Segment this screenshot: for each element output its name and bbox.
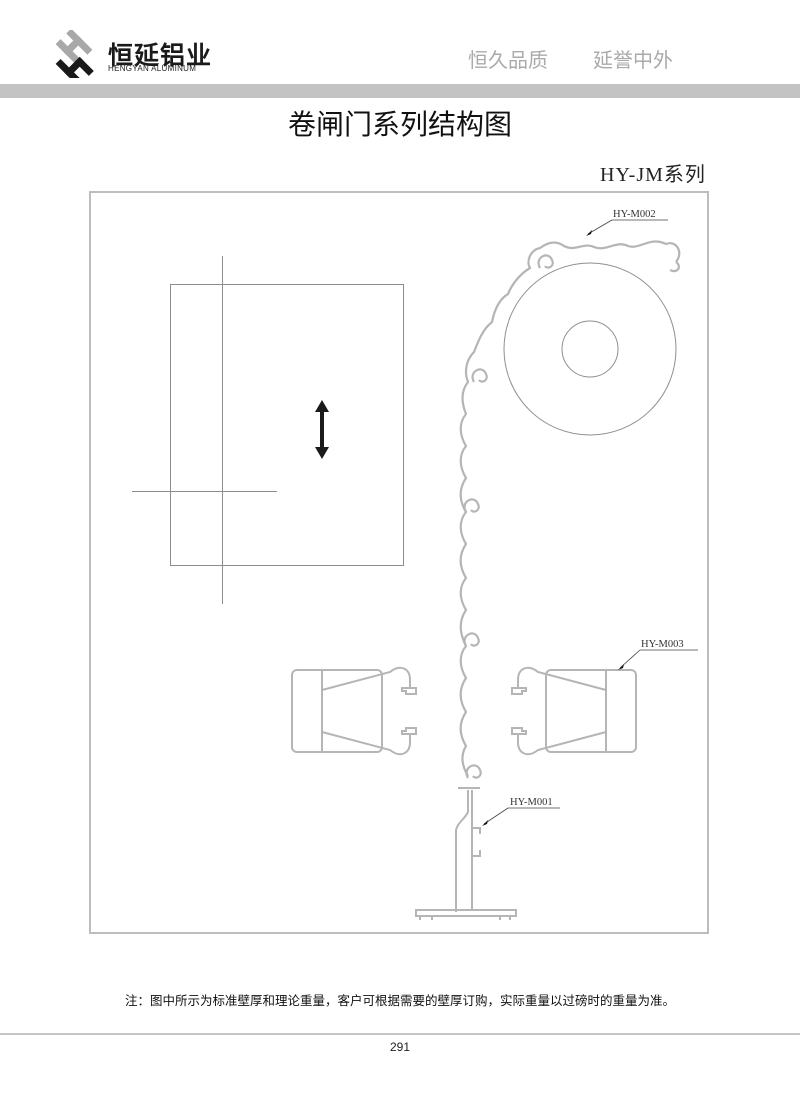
bottom-bar bbox=[415, 787, 517, 920]
door-opening-outline bbox=[132, 256, 404, 604]
header-bar bbox=[0, 84, 800, 98]
company-name-en: HENGYAN ALUMINUM bbox=[108, 64, 197, 73]
roller-drum bbox=[503, 262, 677, 436]
company-logo bbox=[46, 28, 102, 87]
svg-text:HY-M003: HY-M003 bbox=[641, 639, 684, 650]
drawing-frame bbox=[89, 191, 709, 934]
page-title: 卷闸门系列结构图 bbox=[287, 108, 512, 141]
footer-note: 注：图中所示为标准壁厚和理论重量，客户可根据需要的壁厚订购，实际重量以过磅时的重… bbox=[124, 993, 675, 1008]
structure-drawing: HY-M002 HY-M003 HY-M001 bbox=[132, 209, 698, 920]
part-label-hy-m003: HY-M003 bbox=[618, 639, 698, 670]
series-label: HY-JM系列 bbox=[600, 164, 706, 186]
guide-rail-left bbox=[291, 666, 417, 756]
guide-rail-right bbox=[511, 666, 637, 756]
footer-divider bbox=[0, 1033, 800, 1035]
hengyan-h-logo-icon bbox=[55, 28, 94, 87]
up-down-arrow-icon bbox=[315, 400, 329, 459]
part-label-hy-m001: HY-M001 bbox=[482, 797, 560, 826]
svg-text:HY-M002: HY-M002 bbox=[613, 209, 656, 220]
slogan-right: 延誉中外 bbox=[593, 48, 673, 72]
slat-curtain bbox=[459, 240, 681, 779]
company-name: 恒延铝业 bbox=[108, 41, 213, 70]
slogan-left: 恒久品质 bbox=[468, 48, 548, 72]
part-label-hy-m002: HY-M002 bbox=[586, 209, 668, 236]
svg-text:HY-M001: HY-M001 bbox=[510, 797, 553, 808]
page-number: 291 bbox=[389, 1040, 411, 1054]
